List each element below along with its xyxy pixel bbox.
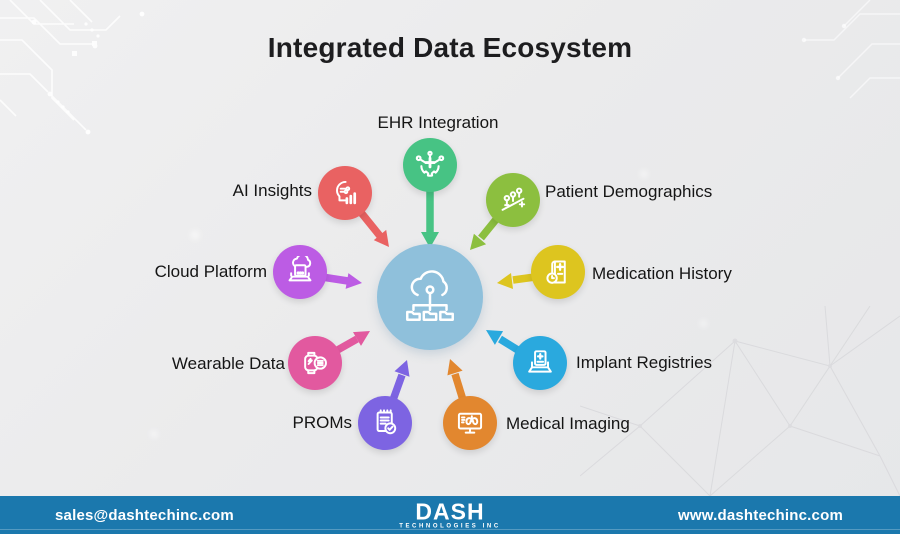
label-cloud-platform: Cloud Platform bbox=[154, 262, 267, 281]
label-proms: PROMs bbox=[292, 413, 353, 432]
dash-logo-subtext: TECHNOLOGIES INC bbox=[399, 523, 501, 530]
node-ehr-integration bbox=[403, 138, 457, 192]
hub-circle bbox=[377, 244, 483, 350]
website-link[interactable]: www.dashtechinc.com bbox=[678, 506, 843, 524]
laptop-cloud-icon bbox=[288, 256, 312, 282]
node-cloud-platform bbox=[273, 245, 327, 299]
bokeh-dot bbox=[700, 320, 707, 327]
node-implant-registries bbox=[513, 336, 567, 390]
bokeh-dot bbox=[150, 430, 158, 438]
arrow-cloud-platform bbox=[321, 273, 362, 289]
dash-logo-text: DASH bbox=[415, 498, 485, 525]
ai-head-chart-icon bbox=[336, 180, 357, 205]
label-wearable-data: Wearable Data bbox=[171, 354, 285, 373]
node-medication-history bbox=[531, 245, 585, 299]
gear-medical-cross-icon bbox=[415, 150, 445, 177]
people-growth-icon bbox=[501, 187, 526, 211]
label-ehr-integration: EHR Integration bbox=[377, 113, 499, 132]
arrow-medical-imaging bbox=[447, 359, 467, 402]
node-proms bbox=[358, 396, 412, 450]
node-medical-imaging bbox=[443, 396, 497, 450]
label-medication-history: Medication History bbox=[592, 264, 732, 283]
label-ai-insights: AI Insights bbox=[232, 181, 312, 200]
clipboard-check-icon bbox=[376, 409, 397, 435]
node-ai-insights bbox=[318, 166, 372, 220]
label-patient-demographics: Patient Demographics bbox=[545, 182, 713, 201]
node-patient-demographics bbox=[486, 173, 540, 227]
dash-logo-slash bbox=[397, 502, 417, 519]
smartwatch-icon bbox=[304, 351, 327, 375]
bokeh-dot bbox=[640, 170, 648, 178]
monitor-lungs-icon bbox=[457, 412, 483, 434]
arrow-medication-history bbox=[497, 273, 536, 289]
node-wearable-data bbox=[288, 336, 342, 390]
laptop-document-icon bbox=[528, 350, 552, 373]
dash-logo: DASH TECHNOLOGIES INC bbox=[397, 498, 501, 530]
medical-book-clock-icon bbox=[546, 260, 566, 284]
page-title: Integrated Data Ecosystem bbox=[267, 32, 633, 63]
label-medical-imaging: Medical Imaging bbox=[506, 414, 630, 433]
arrow-proms bbox=[389, 360, 410, 402]
arrow-ai-insights bbox=[356, 207, 389, 247]
arrow-ehr-integration bbox=[421, 190, 439, 248]
bokeh-dot bbox=[190, 230, 200, 240]
sales-email-link[interactable]: sales@dashtechinc.com bbox=[55, 506, 234, 524]
arrow-patient-demographics bbox=[470, 214, 501, 250]
cloud-network-folders-icon bbox=[406, 270, 454, 321]
arrow-wearable-data bbox=[332, 331, 370, 356]
label-implant-registries: Implant Registries bbox=[576, 353, 713, 372]
footer-bar: sales@dashtechinc.com DASH TECHNOLOGIES … bbox=[0, 496, 900, 534]
